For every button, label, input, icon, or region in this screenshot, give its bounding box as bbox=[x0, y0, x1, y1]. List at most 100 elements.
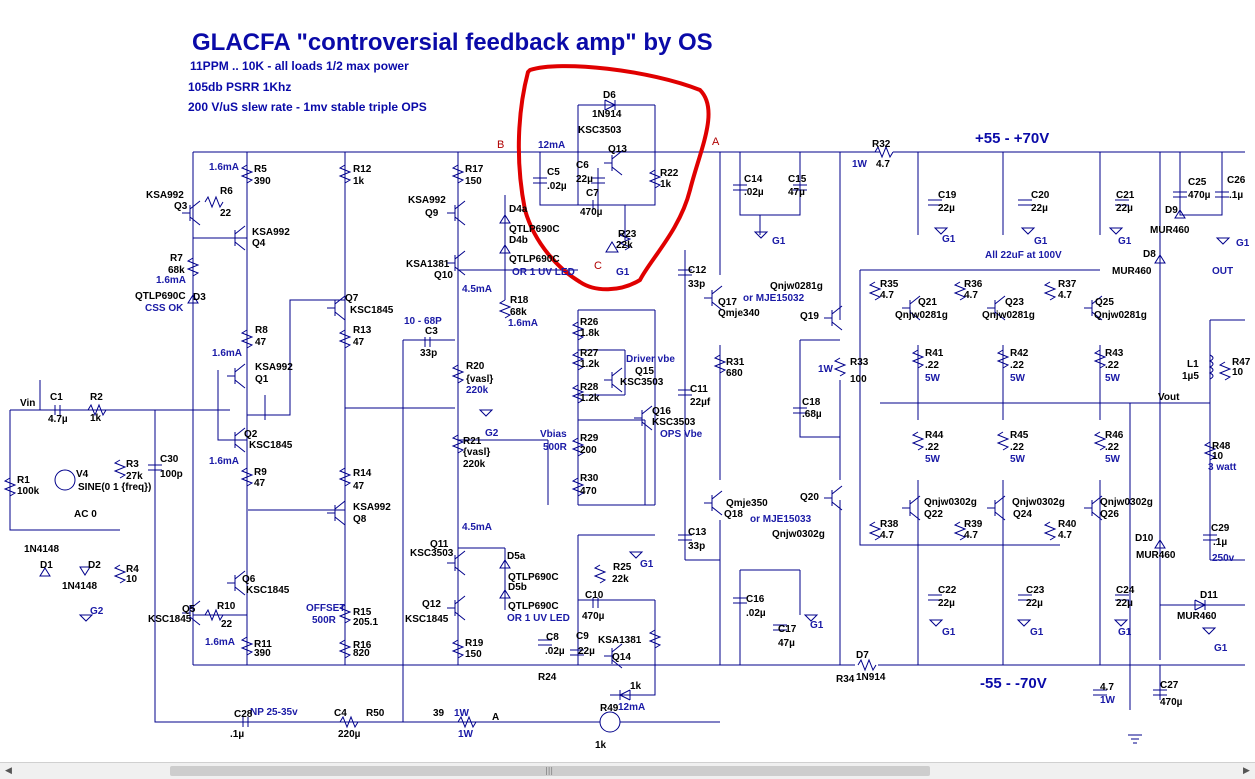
component-label: R28 bbox=[580, 382, 599, 393]
component-label: R1 bbox=[17, 475, 30, 486]
component-label: 1k bbox=[660, 179, 672, 190]
component-label: 470 bbox=[580, 486, 597, 497]
component-label: R10 bbox=[217, 601, 236, 612]
note-driver-vbe: Driver vbe bbox=[626, 354, 675, 365]
scrollbar-thumb[interactable] bbox=[170, 766, 930, 776]
component-label: Qnjw0281g bbox=[982, 310, 1035, 321]
component-label: 1.6mA bbox=[212, 348, 242, 359]
component-label: 220k bbox=[466, 385, 489, 396]
component-label: .1µ bbox=[1213, 537, 1227, 548]
component-label: 1N914 bbox=[592, 109, 622, 120]
component-label: 1k bbox=[595, 740, 607, 751]
component-label: 470µ bbox=[580, 207, 603, 218]
component-label: R3 bbox=[126, 459, 139, 470]
component-label: 4.7 bbox=[1100, 682, 1114, 693]
component-label: D1 bbox=[40, 560, 53, 571]
note-250v: 250v bbox=[1212, 553, 1235, 564]
component-label: 22µf bbox=[690, 397, 711, 408]
component-label: Q8 bbox=[353, 514, 367, 525]
component-label: .1µ bbox=[1229, 190, 1243, 201]
component-label: 150 bbox=[465, 176, 482, 187]
component-label: V4 bbox=[76, 469, 89, 480]
component-label: .22 bbox=[925, 360, 939, 371]
component-label: G1 bbox=[616, 267, 630, 278]
component-label: R38 bbox=[880, 519, 899, 530]
component-label: 4.7µ bbox=[48, 414, 68, 425]
negative-rail-label: -55 - -70V bbox=[980, 675, 1047, 692]
component-label: QTLP690C bbox=[508, 572, 559, 583]
component-label: 33p bbox=[688, 279, 705, 290]
component-label: 1W bbox=[454, 708, 470, 719]
scroll-right-icon[interactable]: ▶ bbox=[1243, 766, 1250, 776]
component-label: 1k bbox=[353, 176, 365, 187]
component-label: R19 bbox=[465, 638, 484, 649]
component-label: C15 bbox=[788, 174, 807, 185]
component-label: R39 bbox=[964, 519, 983, 530]
component-label: C12 bbox=[688, 265, 707, 276]
component-label: 470µ bbox=[1160, 697, 1183, 708]
component-label: G1 bbox=[1118, 627, 1132, 638]
component-label: G1 bbox=[1030, 627, 1044, 638]
component-label: C8 bbox=[546, 632, 559, 643]
component-label: Q12 bbox=[422, 599, 441, 610]
component-label: 33p bbox=[420, 348, 437, 359]
component-label: 680 bbox=[726, 368, 743, 379]
component-label: R41 bbox=[925, 348, 944, 359]
component-label: Q26 bbox=[1100, 509, 1119, 520]
component-label: 22µ bbox=[1116, 598, 1133, 609]
component-label: R6 bbox=[220, 186, 233, 197]
component-label: 1k bbox=[90, 413, 102, 424]
highlight-annotation bbox=[516, 64, 711, 292]
component-label: 22µ bbox=[576, 174, 593, 185]
component-label: QTLP690C bbox=[509, 224, 560, 235]
component-label: C7 bbox=[586, 188, 599, 199]
horizontal-scrollbar[interactable]: ◀ ||| ▶ bbox=[0, 762, 1255, 779]
component-label: 68k bbox=[168, 265, 185, 276]
component-label: C20 bbox=[1031, 190, 1050, 201]
note-vout: Vout bbox=[1158, 392, 1180, 403]
scroll-left-icon[interactable]: ◀ bbox=[5, 766, 12, 776]
component-label: .22 bbox=[1010, 442, 1024, 453]
component-label: 1µ5 bbox=[1182, 371, 1199, 382]
component-label: Qnjw0281g bbox=[770, 281, 823, 292]
component-label: .02µ bbox=[744, 187, 764, 198]
component-label: KSA1381 bbox=[598, 635, 642, 646]
component-label: 220k bbox=[463, 459, 486, 470]
component-label: 100 bbox=[850, 374, 867, 385]
component-label: 4.7 bbox=[964, 290, 978, 301]
component-label: 47 bbox=[254, 478, 266, 489]
components bbox=[3, 99, 1232, 744]
component-label: 1.6mA bbox=[209, 162, 239, 173]
component-label: C11 bbox=[690, 384, 708, 395]
component-label: R2 bbox=[90, 392, 103, 403]
component-label: KSA992 bbox=[146, 190, 184, 201]
component-label: Q18 bbox=[724, 509, 743, 520]
note-vbias: Vbias bbox=[540, 429, 567, 440]
component-label: 1W bbox=[1100, 695, 1116, 706]
component-label: Q23 bbox=[1005, 297, 1024, 308]
note-vbias-r: 500R bbox=[543, 442, 568, 453]
component-label: MUR460 bbox=[1136, 550, 1176, 561]
component-label: R17 bbox=[465, 164, 484, 175]
component-label: R48 bbox=[1212, 441, 1231, 452]
note-ops-vbe: OPS Vbe bbox=[660, 429, 703, 440]
note-offset-r: 500R bbox=[312, 615, 337, 626]
component-label: .22 bbox=[1105, 360, 1119, 371]
component-label: C3 bbox=[425, 326, 438, 337]
component-label: 22µ bbox=[938, 203, 955, 214]
note-3-watt: 3 watt bbox=[1208, 462, 1237, 473]
component-label: 47µ bbox=[788, 187, 805, 198]
component-label: 1.2k bbox=[580, 393, 600, 404]
component-label: R7 bbox=[170, 253, 183, 264]
component-label: .02µ bbox=[547, 181, 567, 192]
component-label: R35 bbox=[880, 279, 899, 290]
component-label: R16 bbox=[353, 640, 372, 651]
component-label: Vin bbox=[20, 398, 35, 409]
component-label: R45 bbox=[1010, 430, 1029, 441]
component-label: 150 bbox=[465, 649, 482, 660]
component-label: 1.6mA bbox=[209, 456, 239, 467]
component-label: 200 bbox=[580, 445, 597, 456]
component-label: 820 bbox=[353, 648, 370, 659]
component-label: 1.2k bbox=[580, 359, 600, 370]
component-label: 1N4148 bbox=[62, 581, 97, 592]
